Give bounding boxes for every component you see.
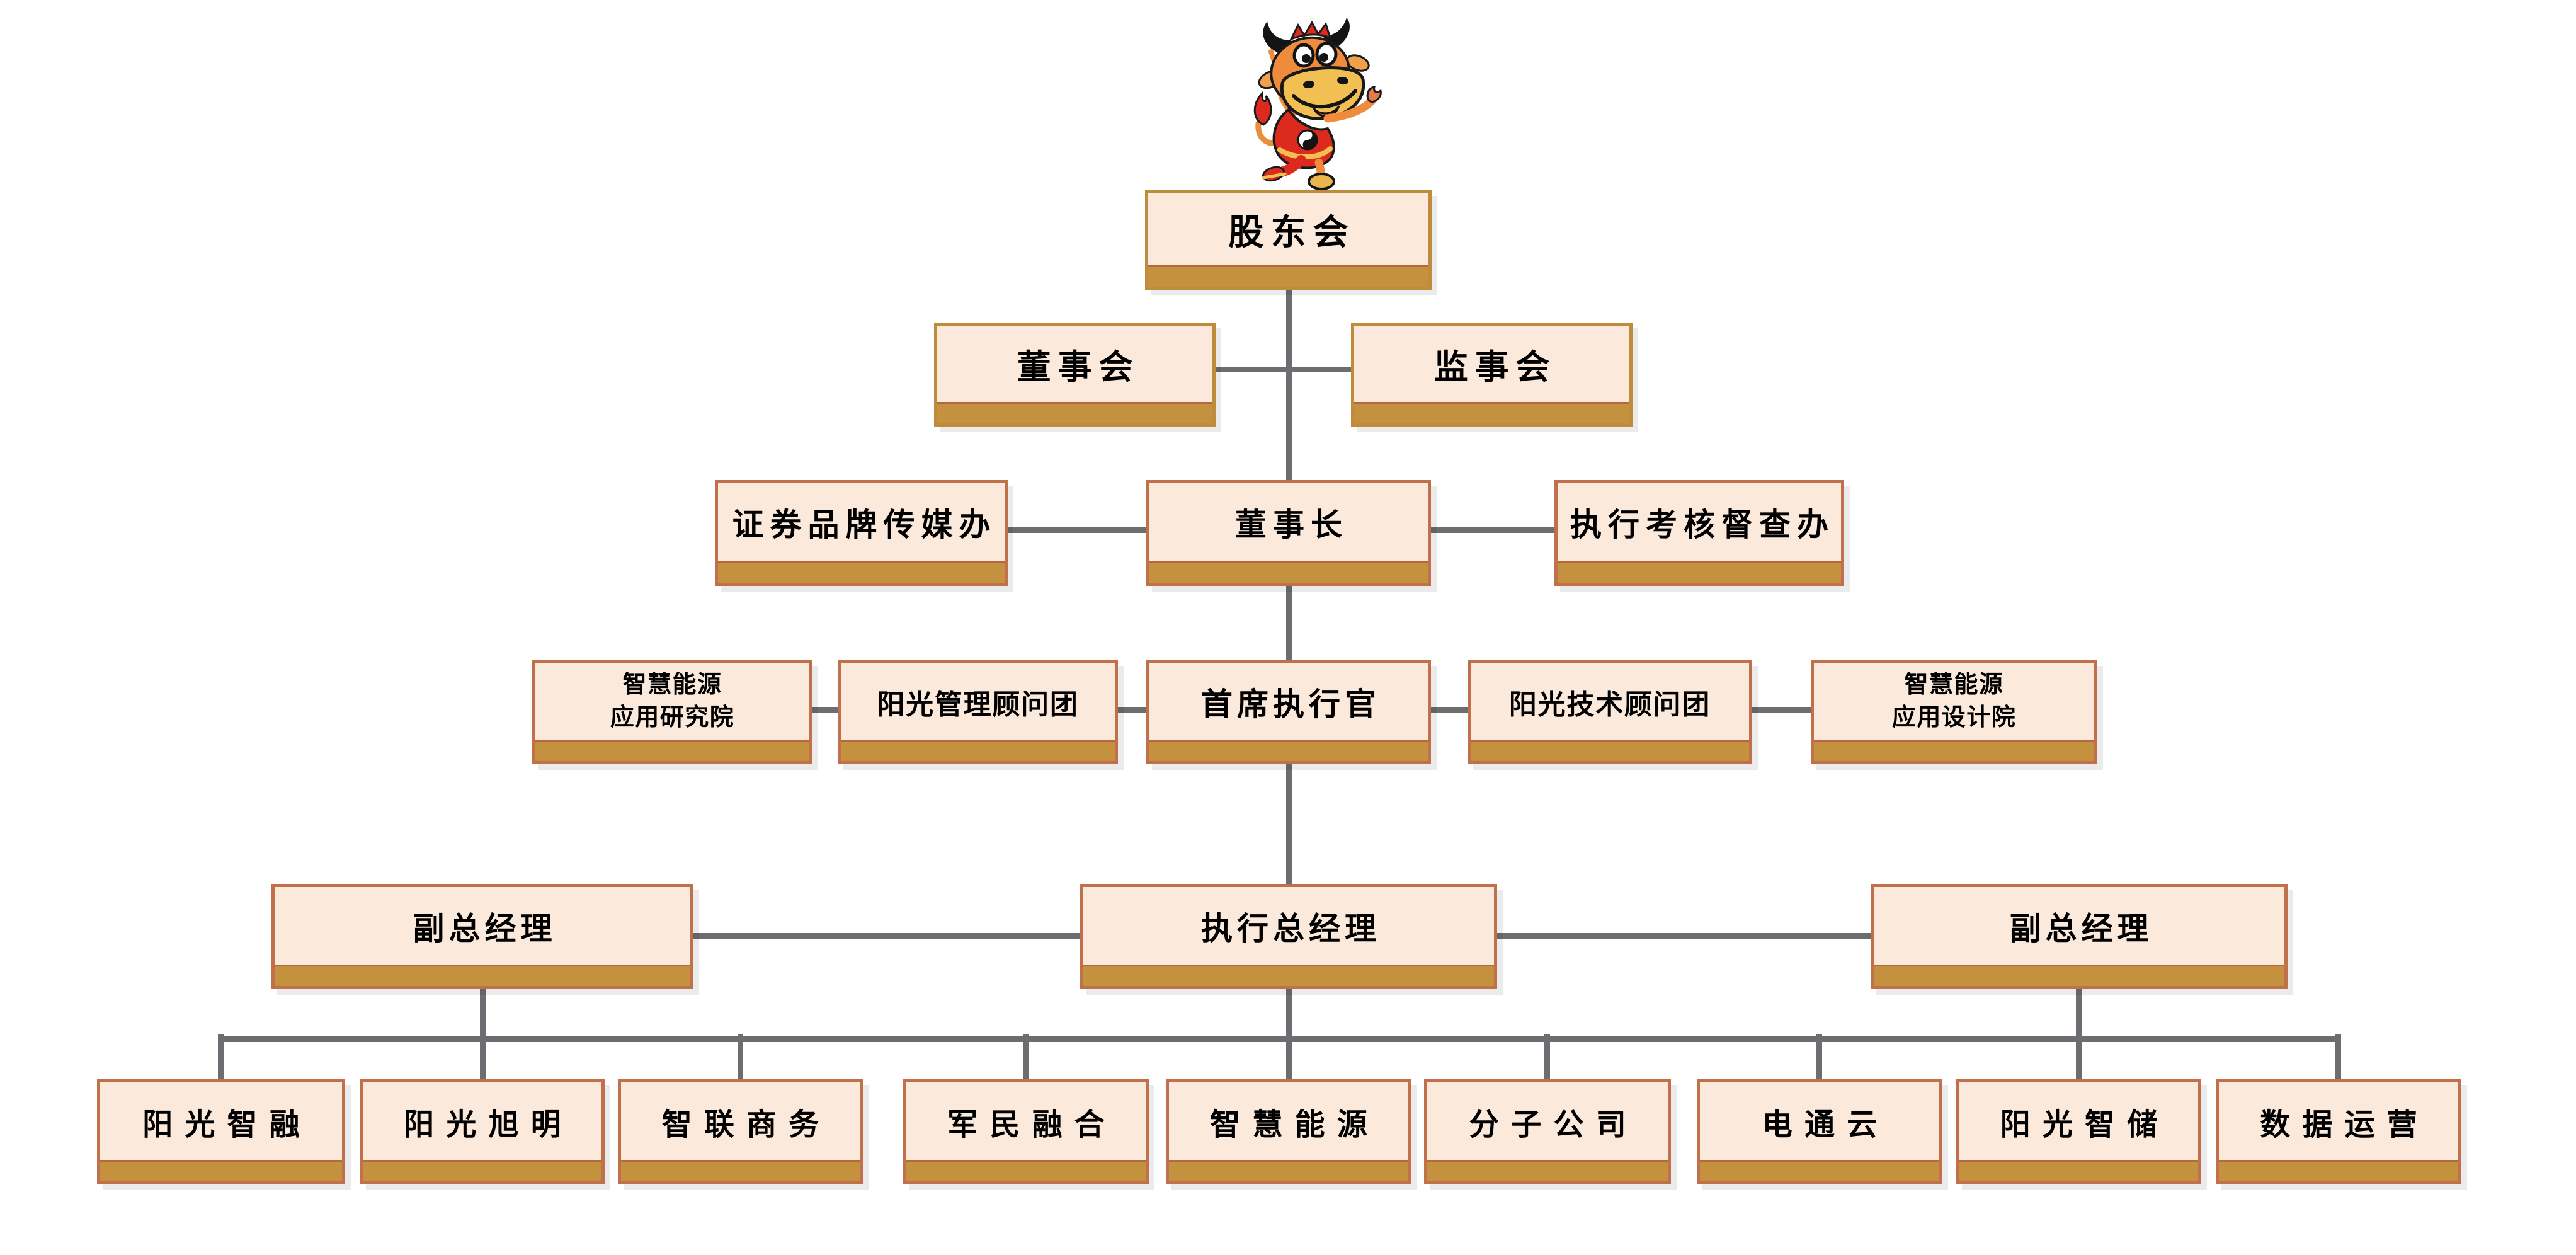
org-node-label: 阳光技术顾问团 — [1508, 689, 1711, 720]
node-chief-executive-officer: 首席执行官 — [1146, 660, 1431, 764]
connector-line — [1212, 367, 1356, 372]
node-base-bar — [1083, 965, 1494, 986]
connector-line — [1286, 583, 1292, 665]
node-securities-brand-media-office: 证券品牌传媒办 — [715, 480, 1008, 586]
node-base-bar — [937, 402, 1212, 423]
connector-line — [809, 707, 842, 713]
connector-line — [480, 983, 486, 1040]
org-node-label: 股东会 — [1228, 213, 1355, 253]
node-subsidiary-companies: 分子公司 — [1424, 1079, 1671, 1184]
org-node-label: 数据运营 — [2260, 1108, 2429, 1142]
connector-line — [1428, 707, 1472, 713]
node-base-bar — [621, 1160, 860, 1181]
node-base-bar — [906, 1160, 1146, 1181]
org-node-label: 阳光智储 — [2000, 1108, 2170, 1142]
org-node-label: 分子公司 — [1469, 1108, 1638, 1142]
node-base-bar — [535, 740, 809, 761]
org-node-label: 智慧能源 — [1210, 1108, 1379, 1142]
connector-line — [690, 933, 1085, 939]
connector-line — [1023, 1034, 1029, 1082]
connector-line — [1115, 707, 1151, 713]
node-base-bar — [1959, 1160, 2198, 1181]
org-node-label: 执行总经理 — [1201, 910, 1381, 946]
org-node-label: 军民融合 — [947, 1108, 1117, 1142]
node-military-civilian-integration: 军民融合 — [903, 1079, 1149, 1184]
node-smart-energy: 智慧能源 — [1166, 1079, 1411, 1184]
connector-line — [1749, 707, 1815, 713]
node-base-bar — [1149, 561, 1428, 583]
org-node-label: 电通云 — [1762, 1108, 1889, 1142]
connector-line — [218, 1034, 224, 1082]
org-node-label: 首席执行官 — [1201, 686, 1381, 722]
node-sunshine-smart-finance: 阳光智融 — [97, 1079, 345, 1184]
org-node-label: 董事长 — [1235, 507, 1348, 542]
org-node-label: 副总经理 — [413, 910, 557, 946]
connector-line — [2076, 983, 2082, 1040]
node-base-bar — [1148, 265, 1428, 287]
node-supervisory-board: 监事会 — [1351, 323, 1633, 427]
connector-line — [1816, 1034, 1822, 1082]
connector-line — [1430, 527, 1559, 533]
node-base-bar — [1874, 965, 2284, 986]
ox-mascot-image — [1253, 18, 1382, 190]
connector-line — [1286, 983, 1292, 1040]
node-base-bar — [363, 1160, 601, 1181]
node-base-bar — [1427, 1160, 1668, 1181]
connector-line — [1286, 284, 1292, 485]
org-node-label: 智联商务 — [661, 1108, 831, 1142]
org-node-label: 执行考核督查办 — [1570, 507, 1835, 542]
org-node-label: 证券品牌传媒办 — [732, 507, 997, 542]
node-base-bar — [1149, 740, 1428, 761]
ox-mascot — [1234, 16, 1386, 190]
org-node-label: 阳光旭明 — [404, 1108, 573, 1142]
connector-line — [1544, 1034, 1550, 1082]
node-base-bar — [718, 561, 1005, 583]
node-shareholders-meeting: 股东会 — [1145, 190, 1432, 290]
node-base-bar — [100, 1160, 342, 1181]
connector-line — [2335, 1034, 2341, 1082]
connector-bus — [218, 1036, 2341, 1042]
node-chairman: 董事长 — [1146, 480, 1431, 586]
node-sunshine-management-advisory-group: 阳光管理顾问团 — [838, 660, 1118, 764]
node-base-bar — [1169, 1160, 1408, 1181]
node-deputy-general-manager-right: 副总经理 — [1871, 884, 2288, 989]
node-diantong-cloud: 电通云 — [1697, 1079, 1942, 1184]
node-base-bar — [1814, 740, 2094, 761]
node-board-of-directors: 董事会 — [934, 323, 1216, 427]
node-base-bar — [1700, 1160, 1939, 1181]
node-sunshine-smart-storage: 阳光智储 — [1956, 1079, 2201, 1184]
connector-line — [1494, 933, 1874, 939]
node-base-bar — [2219, 1160, 2458, 1181]
org-node-label: 监事会 — [1433, 348, 1557, 386]
connector-line — [1286, 759, 1292, 888]
org-node-label: 阳光智融 — [142, 1108, 312, 1142]
node-base-bar — [1354, 402, 1629, 423]
node-base-bar — [841, 740, 1115, 761]
node-execution-assessment-supervision-office: 执行考核督查办 — [1554, 480, 1844, 586]
node-smart-energy-application-research-institute: 智慧能源 应用研究院 — [532, 660, 812, 764]
node-smart-energy-application-design-institute: 智慧能源 应用设计院 — [1811, 660, 2097, 764]
connector-line — [480, 1034, 486, 1082]
node-smart-link-business: 智联商务 — [618, 1079, 863, 1184]
org-node-label: 智慧能源 应用设计院 — [1891, 672, 2017, 731]
node-data-operations: 数据运营 — [2216, 1079, 2461, 1184]
node-base-bar — [275, 965, 690, 986]
connector-line — [1286, 1034, 1292, 1082]
node-base-bar — [1471, 740, 1749, 761]
org-node-label: 智慧能源 应用研究院 — [610, 672, 735, 731]
org-node-label: 阳光管理顾问团 — [877, 689, 1079, 720]
node-executive-general-manager: 执行总经理 — [1080, 884, 1497, 989]
connector-line — [2076, 1034, 2082, 1082]
connector-line — [1005, 527, 1151, 533]
node-base-bar — [1558, 561, 1841, 583]
node-deputy-general-manager-left: 副总经理 — [271, 884, 693, 989]
org-node-label: 副总经理 — [2009, 910, 2153, 946]
node-sunshine-technology-advisory-group: 阳光技术顾问团 — [1468, 660, 1752, 764]
connector-line — [738, 1034, 743, 1082]
node-sunshine-xuming: 阳光旭明 — [360, 1079, 605, 1184]
org-node-label: 董事会 — [1017, 348, 1140, 386]
